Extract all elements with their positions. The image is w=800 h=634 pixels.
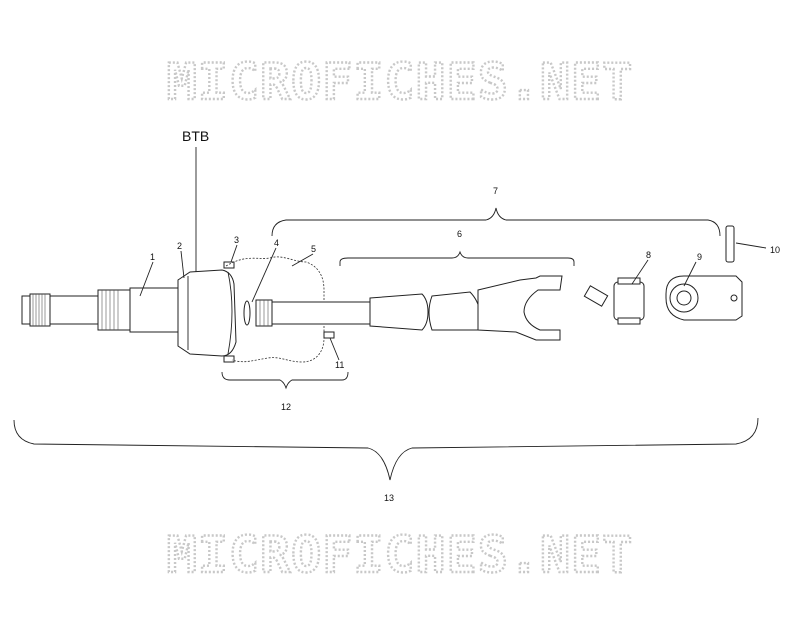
callout-5: 5 [311,244,316,254]
part-6-inner-shaft [255,275,563,341]
bracket-12 [221,371,349,390]
leader-3 [230,244,238,263]
callout-10: 10 [770,245,780,255]
callout-13: 13 [384,493,394,503]
part-9-yoke [665,275,743,321]
part-3-clamp [223,261,235,269]
leader-4 [251,247,277,303]
callout-1: 1 [150,252,155,262]
callout-11: 11 [335,360,344,370]
leader-1 [139,261,154,297]
callout-3: 3 [234,235,239,245]
callout-2: 2 [177,241,182,251]
leader-9 [683,261,697,287]
leader-2 [180,250,185,279]
part-4-ring [243,300,251,326]
leader-11 [329,337,340,361]
bracket-7 [271,207,721,237]
callout-7: 7 [493,186,498,196]
bracket-13 [13,417,759,481]
bracket-6 [339,250,575,266]
part-1-outer-shaft [21,287,179,333]
callout-8: 8 [646,250,651,260]
leader-10 [735,242,767,249]
part-2-cv-housing [177,269,237,357]
leader-8 [631,259,649,285]
part-8-u-joint [583,277,645,325]
btb-label: BTB [182,128,209,144]
callout-4: 4 [274,238,279,248]
part-11-clamp [323,331,335,339]
leader-5 [291,253,314,267]
callout-6: 6 [457,229,462,239]
callout-12: 12 [281,402,291,412]
part-10-pin [725,225,735,263]
callout-9: 9 [697,252,702,262]
watermark-top: MICROFICHES.NET [167,53,634,111]
watermark-bottom: MICROFICHES.NET [167,526,634,584]
part-3-clamp-lower [223,355,235,363]
